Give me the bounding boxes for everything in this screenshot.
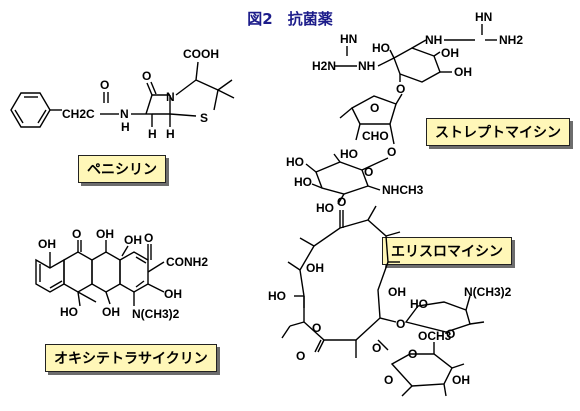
atom-n-ring: N	[166, 90, 175, 104]
atom-o-b: O	[72, 227, 81, 241]
atom-o-lactam: O	[142, 69, 151, 83]
streptomycin-structure: HN NH NH2 HN H2N NH HO OH OH O	[286, 10, 523, 215]
atom-ho-pyran3: HO	[316, 201, 334, 215]
atom-conh2: CONH2	[166, 255, 208, 269]
atom-ho-pyran1: HO	[286, 155, 304, 169]
label-streptomycin: ストレプトマイシン	[426, 118, 570, 146]
atom-o-lactone: O	[312, 321, 321, 335]
atom-h-amide: H	[121, 120, 130, 134]
atom-o-d: O	[144, 231, 153, 245]
atom-ho-b: HO	[60, 305, 78, 319]
atom-oh-ring1b: OH	[441, 46, 459, 60]
atom-ho-pyran2: HO	[294, 175, 312, 189]
atom-ch2c: CH2C	[62, 107, 95, 121]
atom-o-furan: O	[370, 101, 379, 115]
figure-title: 図2 抗菌薬	[247, 10, 333, 28]
atom-o-amide: O	[100, 78, 109, 92]
atom-nh-top: NH	[425, 33, 442, 47]
atom-nh2-top: NH2	[499, 33, 523, 47]
label-erythromycin: エリスロマイシン	[382, 237, 512, 265]
atom-nhch3: NHCH3	[382, 183, 424, 197]
atom-o-link-sugar1: O	[396, 317, 405, 331]
atom-ho-ery: HO	[268, 289, 286, 303]
atom-oh-ring1: OH	[454, 65, 472, 79]
atom-s: S	[200, 111, 208, 125]
atom-ho-des: HO	[410, 297, 428, 311]
atom-hn-left: HN	[340, 32, 357, 46]
label-oxytetracycline: オキシテトラサイクリン	[45, 344, 217, 372]
penicillin-structure: CH2C O N H O N H H	[10, 47, 235, 141]
atom-o-clad-link: O	[384, 373, 393, 387]
atom-n-ch3-2-otc: N(CH3)2	[132, 307, 180, 321]
atom-o-des: O	[446, 327, 455, 341]
atom-cho: CHO	[362, 129, 389, 143]
atom-o-clad: O	[408, 347, 417, 361]
atom-oh-clad: OH	[452, 373, 470, 387]
atom-n-ch3-2-ery: N(CH3)2	[464, 285, 512, 299]
atom-oh-a: OH	[38, 237, 56, 251]
atom-cooh: COOH	[183, 47, 219, 61]
atom-hn-top: HN	[475, 10, 492, 24]
atom-oh-c: OH	[96, 227, 114, 241]
atom-oh-d: OH	[124, 233, 142, 247]
atom-h-2: H	[166, 127, 175, 141]
atom-h2n-left: H2N	[312, 59, 336, 73]
atom-ho-ring1: HO	[372, 41, 390, 55]
atom-ho-furan: HO	[340, 147, 358, 161]
atom-o-carbonyl: O	[296, 349, 305, 363]
atom-o-link1: O	[396, 82, 405, 96]
atom-och3: OCH3	[418, 329, 452, 343]
atom-oh-ery1: OH	[306, 261, 324, 275]
atom-o-link-sugar2: O	[372, 341, 381, 355]
atom-oh-enol: OH	[164, 287, 182, 301]
atom-o-ketone: O	[337, 195, 346, 209]
atom-o-link2: O	[387, 145, 396, 159]
atom-nh: N	[120, 107, 129, 121]
atom-nh-left: NH	[358, 59, 375, 73]
oxytetracycline-structure: OH O OH OH O CONH2 OH HO OH N(CH3)2	[35, 227, 208, 321]
label-penicillin: ペニシリン	[78, 155, 166, 183]
atom-o-pyran: O	[364, 165, 373, 179]
atom-h-1: H	[148, 127, 157, 141]
atom-oh-c2: OH	[102, 305, 120, 319]
atom-oh-ery2: OH	[388, 285, 406, 299]
erythromycin-structure: O OH HO OH O O O O HO O	[268, 195, 512, 397]
